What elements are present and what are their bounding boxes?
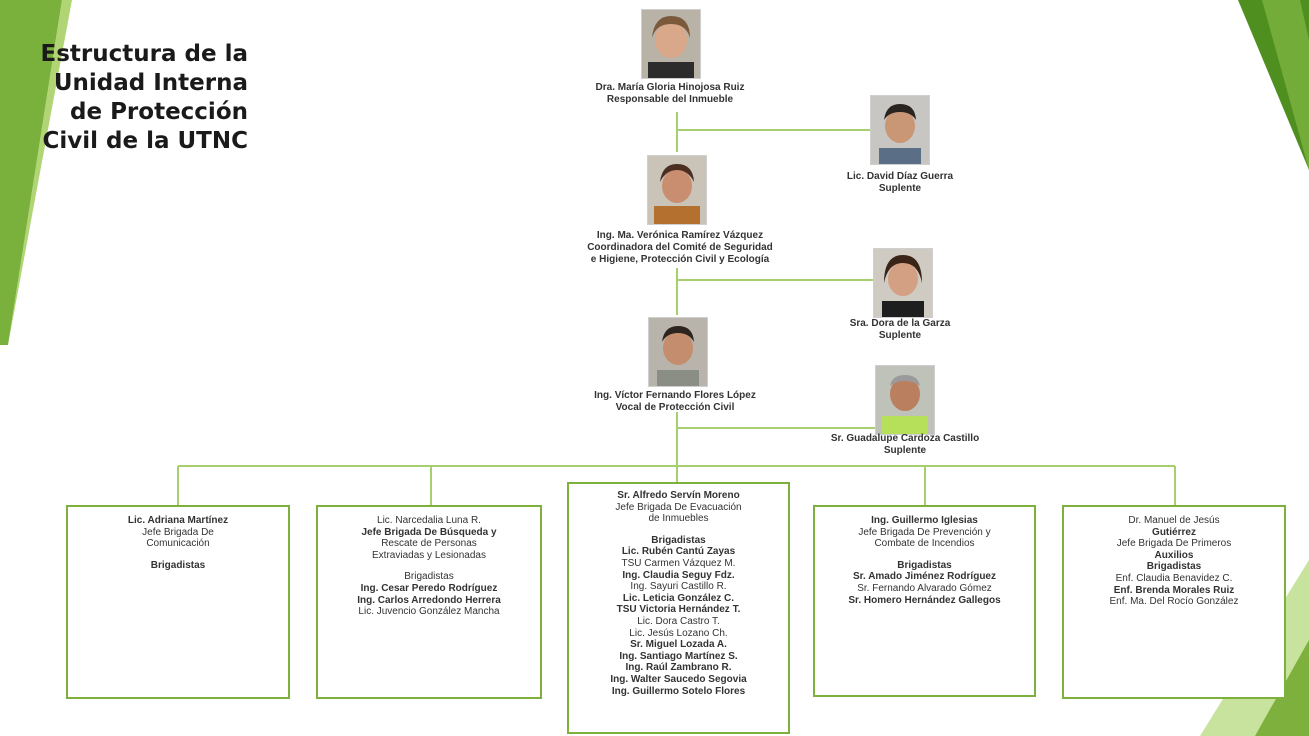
person-name: Sra. Dora de la Garza [849,318,951,329]
suplente-1-photo [870,95,930,165]
title-line: de Protección [70,99,248,125]
left-green-band [0,0,62,345]
brigade-box-comunicacion: Lic. Adriana Martínez Jefe Brigada De Co… [66,505,290,699]
person-name: Ing. Ma. Verónica Ramírez Vázquez [596,230,764,241]
person-role: Suplente [883,445,927,456]
suplente-3-node: Sr. Guadalupe Cardoza Castillo Suplente [790,433,1020,457]
brigade-leader: Lic. Narcedalia Luna R. [377,515,481,526]
vocal-photo [648,317,708,387]
brigade-title: Rescate de Personas [381,538,477,550]
brigadista: Lic. Rubén Cantú Zayas [621,546,736,558]
suplente-1-node: Lic. David Díaz Guerra Suplente [800,171,1000,195]
title-line: Civil de la UTNC [42,128,248,154]
brigadistas-label: Brigadistas [651,534,706,546]
brigadista: Ing. Claudia Seguy Fdz. [622,569,735,581]
brigade-title: Combate de Incendios [874,538,975,550]
vocal-node: Ing. Víctor Fernando Flores López Vocal … [540,390,810,414]
brigade-box-primeros-auxilios: Dr. Manuel de Jesús Gutiérrez Jefe Briga… [1062,505,1286,699]
brigadista: Lic. Jesús Lozano Ch. [629,627,728,639]
brigade-title: Auxilios [1154,549,1194,561]
brigade-title: Jefe Brigada De Prevención y [858,526,991,538]
brigade-title: Jefe Brigada De Búsqueda y [361,526,497,538]
title-line: Estructura de la [40,41,248,67]
brigade-leader: Lic. Adriana Martínez [127,515,229,526]
person-name: Sr. Guadalupe Cardoza Castillo [830,433,980,444]
person-name: Ing. Víctor Fernando Flores López [594,390,756,401]
brigade-leader: Ing. Guillermo Iglesias [871,515,978,526]
brigadista: Ing. Walter Saucedo Segovia [610,673,747,685]
brigadista: Ing. Carlos Arredondo Herrera [357,594,501,606]
top-right-green-band-light [1262,0,1309,170]
page-title: Estructura de la Unidad Interna de Prote… [8,40,248,156]
brigadista: Sr. Miguel Lozada A. [630,639,727,651]
brigade-box-busqueda-rescate: Lic. Narcedalia Luna R. Jefe Brigada De … [316,505,542,699]
brigade-title: Jefe Brigada De Evacuación [615,501,742,513]
brigade-title: Jefe Brigada De Primeros [1116,538,1232,550]
brigadistas-label: Brigadistas [150,559,206,571]
brigadista: Sr. Amado Jiménez Rodríguez [853,571,996,583]
title-line: Unidad Interna [53,70,248,96]
person-name: Dra. María Gloria Hinojosa Ruiz [595,82,745,93]
suplente-2-photo [873,248,933,318]
brigadista: Enf. Claudia Benavidez C. [1115,572,1233,584]
brigadista: Ing. Guillermo Sotelo Flores [611,685,746,697]
person-role: e Higiene, Protección Civil y Ecología [590,254,770,265]
brigade-title: Extraviadas y Lesionadas [372,549,486,561]
person-role: Suplente [878,330,922,341]
brigade-title: Jefe Brigada De [142,526,214,538]
brigadista: TSU Carmen Vázquez M. [621,557,736,569]
suplente-2-node: Sra. Dora de la Garza Suplente [800,318,1000,342]
person-role: Vocal de Protección Civil [615,402,735,413]
brigade-leader: Gutiérrez [1152,526,1196,538]
brigadista: Ing. Cesar Peredo Rodríguez [360,582,498,594]
brigadista: Ing. Sayuri Castillo R. [630,581,727,593]
brigadista: TSU Victoria Hernández T. [616,604,741,616]
brigadista: Sr. Homero Hernández Gallegos [848,594,1001,606]
brigade-leader: Dr. Manuel de Jesús [1128,515,1220,526]
left-green-band-light [8,0,72,345]
brigadista: Ing. Raúl Zambrano R. [625,662,732,674]
brigadista: Enf. Ma. Del Rocío González [1109,596,1239,608]
brigadista: Sr. Fernando Alvarado Gómez [857,582,992,594]
brigade-title: de Inmuebles [648,513,709,525]
brigadista: Lic. Leticia González C. [622,592,735,604]
brigade-title: Comunicación [146,538,210,550]
coordinadora-photo [647,155,707,225]
person-role: Coordinadora del Comité de Seguridad [587,242,773,253]
responsable-photo [641,9,701,79]
brigadistas-label: Brigadistas [1146,561,1202,573]
brigadista: Enf. Brenda Morales Ruiz [1113,584,1235,596]
brigadista: Lic. Juvencio González Mancha [358,606,500,618]
brigade-box-evacuacion: Sr. Alfredo Servín Moreno Jefe Brigada D… [567,482,790,734]
brigade-leader: Sr. Alfredo Servín Moreno [617,490,740,501]
person-role: Responsable del Inmueble [606,94,734,105]
coordinadora-node: Ing. Ma. Verónica Ramírez Vázquez Coordi… [545,230,815,266]
brigadista: Lic. Dora Castro T. [637,615,720,627]
brigadistas-label: Brigadistas [897,559,952,571]
person-role: Suplente [878,183,922,194]
person-name: Lic. David Díaz Guerra [846,171,954,182]
brigadista: Ing. Santiago Martínez S. [619,650,738,662]
brigadistas-label: Brigadistas [404,571,454,583]
responsable-node: Dra. María Gloria Hinojosa Ruiz Responsa… [557,82,783,106]
suplente-3-photo [875,365,935,435]
brigade-box-incendios: Ing. Guillermo Iglesias Jefe Brigada De … [813,505,1036,697]
